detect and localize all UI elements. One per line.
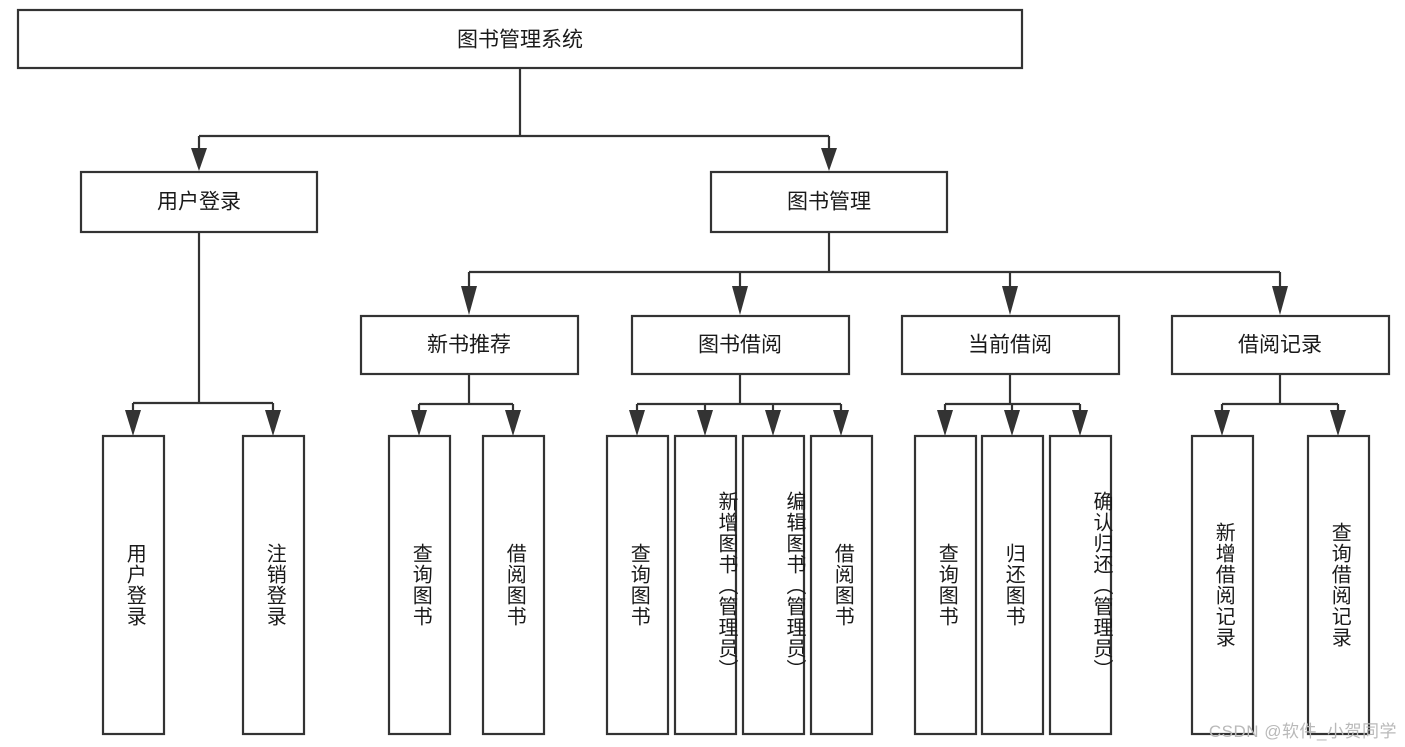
node-leaf-user-login[interactable]	[101, 434, 166, 736]
node-book-manage[interactable]	[709, 170, 949, 234]
arrow-head-leaf-return-book	[1004, 410, 1020, 436]
arrow-head-leaf-confirm-return	[1072, 410, 1088, 436]
node-root-label: 图书管理系统	[457, 29, 583, 52]
watermark-text: CSDN @软件_小贺同学	[1208, 722, 1397, 741]
node-leaf-query-book-1[interactable]	[387, 434, 452, 736]
arrow-head-leaf-query-record	[1330, 410, 1346, 436]
node-layer: 图书管理系统 用户登录 图书管理 新书推荐 图书借阅 当前借阅 借阅记录	[16, 8, 1391, 736]
node-leaf-confirm-return[interactable]	[1048, 434, 1113, 736]
arrow-head-borrow-record	[1272, 286, 1288, 315]
node-user-login[interactable]	[79, 170, 319, 234]
arrow-head-leaf-user-login	[125, 410, 141, 436]
arrow-head-leaf-logout-login	[265, 410, 281, 436]
node-new-book-recommend-label: 新书推荐	[427, 334, 511, 357]
node-current-borrow-label: 当前借阅	[968, 334, 1052, 357]
arrow-head-leaf-query-book-1	[411, 410, 427, 436]
node-leaf-query-book-3[interactable]	[913, 434, 978, 736]
arrow-head-current-borrow	[1002, 286, 1018, 315]
node-leaf-query-record[interactable]	[1306, 434, 1371, 736]
connector-layer	[125, 69, 1346, 436]
arrow-head-leaf-edit-book	[765, 410, 781, 436]
node-current-borrow[interactable]	[900, 314, 1121, 376]
arrow-head-leaf-borrow-book-2	[833, 410, 849, 436]
arrow-head-user-login	[191, 148, 207, 171]
node-book-manage-label: 图书管理	[787, 191, 871, 214]
node-book-borrow-label: 图书借阅	[698, 334, 782, 357]
node-leaf-add-record[interactable]	[1190, 434, 1255, 736]
arrow-head-leaf-query-book-3	[937, 410, 953, 436]
arrow-head-leaf-add-book	[697, 410, 713, 436]
arrow-head-book-manage	[821, 148, 837, 171]
node-leaf-edit-book[interactable]	[741, 434, 806, 736]
node-new-book-recommend[interactable]	[359, 314, 580, 376]
node-leaf-borrow-book-1[interactable]	[481, 434, 546, 736]
arrow-head-leaf-borrow-book-1	[505, 410, 521, 436]
arrow-head-new-book-recommend	[461, 286, 477, 315]
arrow-head-leaf-add-record	[1214, 410, 1230, 436]
node-leaf-query-book-2[interactable]	[605, 434, 670, 736]
node-leaf-borrow-book-2[interactable]	[809, 434, 874, 736]
arrow-head-book-borrow	[732, 286, 748, 315]
node-leaf-add-book[interactable]	[673, 434, 738, 736]
node-borrow-record[interactable]	[1170, 314, 1391, 376]
node-root[interactable]	[16, 8, 1024, 70]
node-user-login-label: 用户登录	[157, 191, 241, 214]
arrow-head-leaf-query-book-2	[629, 410, 645, 436]
node-book-borrow[interactable]	[630, 314, 851, 376]
node-leaf-logout-login[interactable]	[241, 434, 306, 736]
node-leaf-return-book[interactable]	[980, 434, 1045, 736]
node-borrow-record-label: 借阅记录	[1238, 334, 1322, 357]
